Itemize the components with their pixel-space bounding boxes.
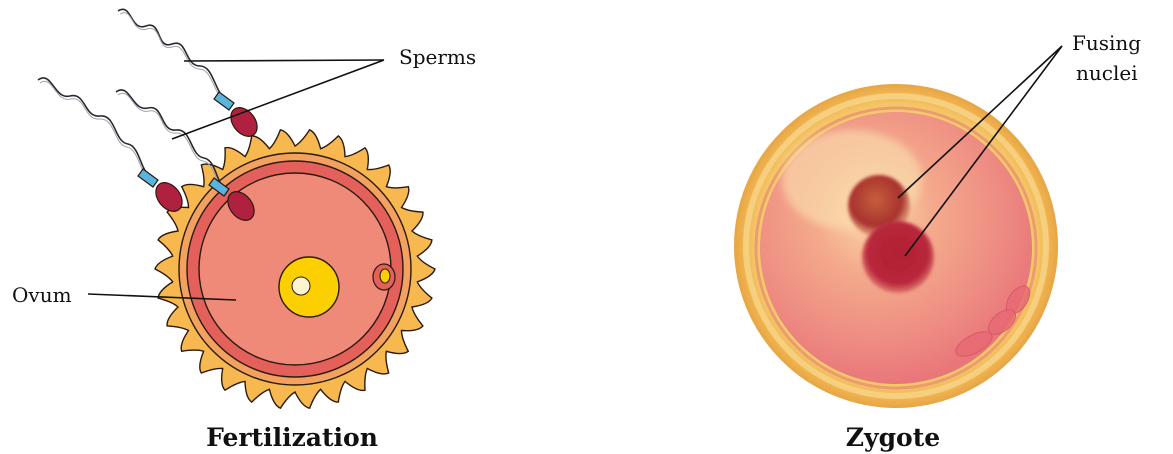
zygote-caption: Zygote <box>846 423 940 452</box>
sperms-leader-1 <box>184 60 384 61</box>
sperms-leader-2 <box>172 60 384 139</box>
sperm-tail <box>38 78 146 172</box>
fertilization-caption: Fertilization <box>206 423 378 452</box>
sperm-head <box>225 103 262 142</box>
fertilization-illustration: Sperms Ovum Fertilization <box>12 9 476 452</box>
sperm-midpiece <box>214 92 234 110</box>
zygote-illustration: Fusing nuclei Zygote <box>734 31 1141 452</box>
sperms-label: Sperms <box>399 45 476 69</box>
fusing-nuclei-label-line1: Fusing <box>1072 31 1141 55</box>
sperm-midpiece <box>138 169 158 187</box>
ovum-label: Ovum <box>12 283 72 307</box>
fusing-nuclei-label-line2: nuclei <box>1076 61 1138 85</box>
sperm-1 <box>118 9 263 141</box>
polar-body-core <box>380 269 390 283</box>
ovum-nucleolus <box>292 277 310 295</box>
sperm-2 <box>38 78 188 216</box>
sperm-tail-shade <box>120 13 221 98</box>
